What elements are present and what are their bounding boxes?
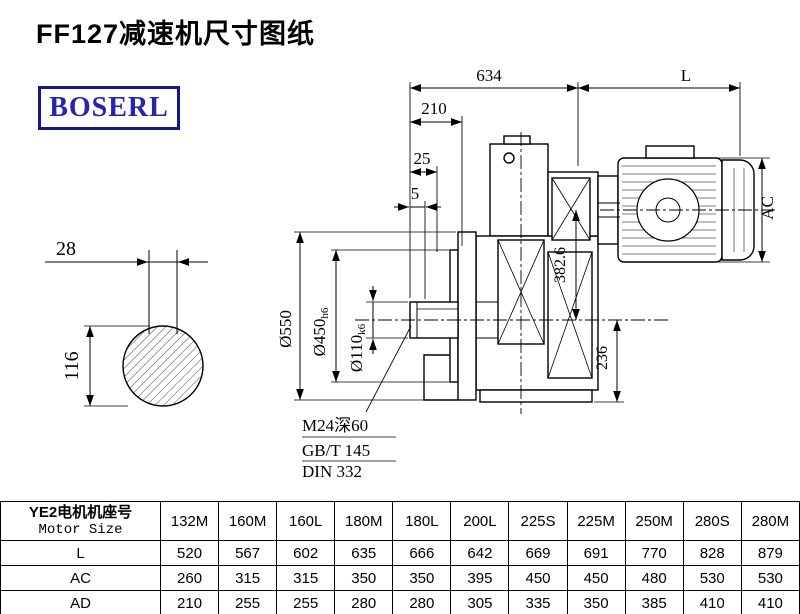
dim-shaft-height: 116: [61, 351, 83, 380]
dim-cell: 450: [566, 565, 626, 591]
dim-cell: 315: [218, 565, 278, 591]
dim-cell: 879: [740, 540, 800, 566]
note-leader-line: [365, 325, 412, 413]
dim-flange-diameter: Ø550: [276, 310, 295, 348]
shaft-section-circle: [122, 325, 204, 407]
dim-cell: 691: [566, 540, 626, 566]
dim-motor-height-AC: AC: [758, 196, 777, 220]
table-row-AD: AD 210 255 255 280 280 305 335 350 385 4…: [0, 590, 800, 614]
header-cn: YE2电机机座号: [28, 504, 133, 521]
col-header: 160M: [218, 501, 278, 541]
note-standard-gbt: GB/T 145: [302, 441, 370, 460]
dim-cell: 530: [740, 565, 800, 591]
table-row-L: L 520 567 602 635 666 642 669 691 770 82…: [0, 540, 800, 566]
dim-motor-length: L: [681, 66, 691, 85]
dim-pilot-diameter: Ø450h6: [310, 307, 331, 356]
dim-cell: 395: [450, 565, 510, 591]
col-header: 225M: [566, 501, 626, 541]
table-header-row: YE2电机机座号 Motor Size 132M 160M 160L 180M …: [0, 501, 800, 541]
dim-pilot-main: Ø450: [310, 319, 329, 357]
dim-cell: 828: [682, 540, 742, 566]
logo-text: BOSERL: [49, 92, 169, 123]
row-label: AD: [0, 590, 161, 614]
dim-base-height: 236: [594, 346, 611, 370]
dim-cell: 350: [392, 565, 452, 591]
dim-210: 210: [421, 99, 447, 118]
dim-cell: 260: [159, 565, 220, 591]
dim-cell: 520: [159, 540, 220, 566]
technical-drawing: 28 116: [45, 66, 778, 481]
dim-cell: 666: [392, 540, 452, 566]
dim-cell: 480: [624, 565, 684, 591]
dim-25: 25: [414, 149, 431, 168]
col-header: 132M: [159, 501, 220, 541]
dim-key-width: 28: [56, 238, 76, 260]
dim-shaft-diameter: Ø110k6: [347, 323, 368, 372]
col-header: 280M: [740, 501, 800, 541]
dim-cell: 210: [159, 590, 220, 614]
housing-tower: [489, 143, 549, 237]
oil-plug: [503, 152, 515, 164]
dim-cell: 255: [276, 590, 336, 614]
row-label: AC: [0, 565, 161, 591]
dim-cell: 410: [740, 590, 800, 614]
dim-cell: 280: [392, 590, 452, 614]
gearbox-side-view: [355, 132, 778, 414]
dim-cell: 255: [218, 590, 278, 614]
dim-cell: 350: [334, 565, 394, 591]
motor-size-header: YE2电机机座号 Motor Size: [0, 501, 161, 541]
page-title: FF127减速机尺寸图纸: [36, 19, 316, 49]
dim-cell: 305: [450, 590, 510, 614]
dim-cell: 530: [682, 565, 742, 591]
dim-cell: 280: [334, 590, 394, 614]
dim-shaft-main: Ø110: [347, 335, 366, 372]
dim-cell: 350: [566, 590, 626, 614]
col-header: 180L: [392, 501, 452, 541]
dim-cell: 567: [218, 540, 278, 566]
dim-pilot-sub: h6: [319, 307, 331, 319]
note-standard-din: DIN 332: [302, 462, 362, 481]
housing-base: [479, 389, 593, 403]
col-header: 225S: [508, 501, 568, 541]
housing-cap: [503, 135, 531, 145]
header-en: Motor Size: [38, 522, 123, 538]
boserl-logo: BOSERL: [38, 86, 180, 130]
dim-shaft-sub: k6: [356, 323, 368, 335]
row-label: L: [0, 540, 161, 566]
col-header: 250M: [624, 501, 684, 541]
terminal-box: [645, 145, 695, 159]
col-header: 200L: [450, 501, 510, 541]
mounting-flange: [457, 231, 477, 401]
dim-cell: 385: [624, 590, 684, 614]
note-thread: M24深60: [302, 416, 368, 435]
dim-cell: 315: [276, 565, 336, 591]
dim-5: 5: [411, 184, 420, 203]
dim-cell: 669: [508, 540, 568, 566]
table-row-AC: AC 260 315 315 350 350 395 450 450 480 5…: [0, 565, 800, 591]
dim-cell: 335: [508, 590, 568, 614]
dim-cell: 642: [450, 540, 510, 566]
dim-cell: 450: [508, 565, 568, 591]
motor: [598, 145, 755, 263]
shaft-end-view: 28 116: [45, 238, 208, 407]
dim-center-height: 382.6: [552, 247, 569, 283]
dim-cell: 602: [276, 540, 336, 566]
motor-dimension-table: YE2电机机座号 Motor Size 132M 160M 160L 180M …: [0, 501, 800, 614]
shaft-end-notes: M24深60 GB/T 145 DIN 332: [302, 416, 396, 481]
col-header: 180M: [334, 501, 394, 541]
dim-cell: 410: [682, 590, 742, 614]
dim-cell: 770: [624, 540, 684, 566]
dim-cell: 635: [334, 540, 394, 566]
col-header: 160L: [276, 501, 336, 541]
dim-overall-length: 634: [476, 66, 502, 85]
col-header: 280S: [682, 501, 742, 541]
dimensions: 634 L 210 25 5 AC Ø550 Ø450h6: [276, 66, 777, 413]
